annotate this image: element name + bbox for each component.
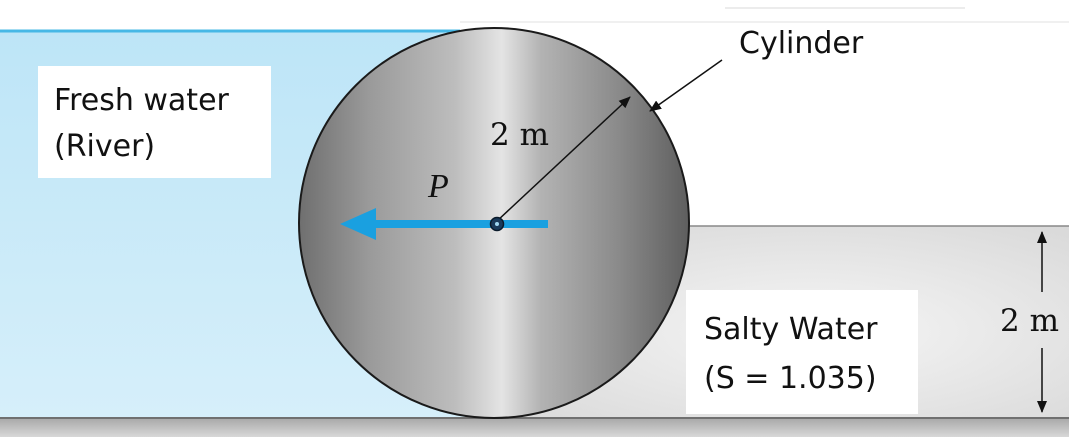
center-pivot-dot (495, 222, 499, 226)
salty-water-label-line2: (S = 1.035) (704, 361, 877, 396)
ground-strip (0, 418, 1069, 437)
radius-label: 2 m (490, 117, 549, 153)
fresh-water-label-line1: Fresh water (54, 83, 230, 118)
salty-water-label-box (686, 290, 918, 414)
force-arrow-head (340, 208, 376, 240)
salty-water-label-line1: Salty Water (704, 312, 878, 347)
cylinder-label: Cylinder (739, 26, 864, 61)
depth-label: 2 m (1000, 303, 1059, 339)
force-label: P (427, 168, 449, 205)
cylinder-leader-arrow (649, 59, 723, 112)
radius-arrow (496, 96, 631, 222)
fresh-water-label-box (38, 66, 271, 178)
fresh-water-label-line2: (River) (54, 129, 155, 164)
